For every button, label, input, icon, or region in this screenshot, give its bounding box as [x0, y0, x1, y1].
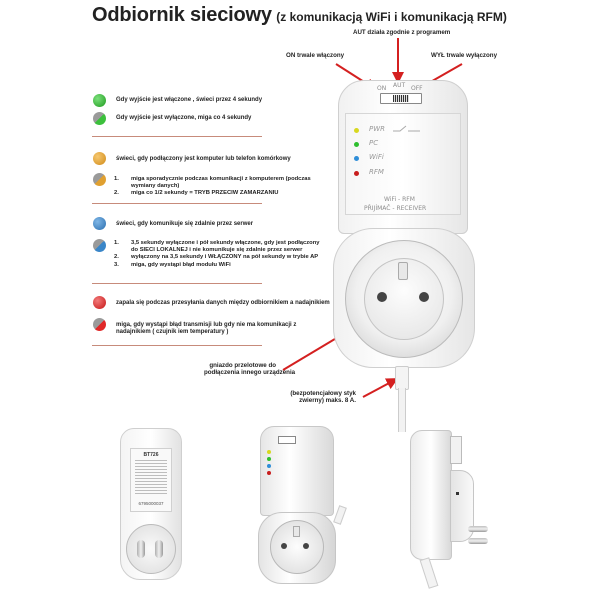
green-on-text: Gdy wyjście jest włączone , świeci przez…	[116, 97, 263, 103]
plug-pin-right	[155, 540, 163, 558]
panel-line1: WiFi - RFM	[384, 196, 415, 203]
led-label-pwr: PWR	[369, 125, 386, 133]
switch-label-aut: AUT	[393, 82, 406, 89]
socket-hole-right	[419, 292, 429, 302]
led-label-rfm: RFM	[369, 168, 384, 176]
switch-label-off: OFF	[411, 85, 423, 92]
green-led-on-dot	[93, 94, 106, 107]
switch-label-on: ON	[377, 85, 387, 92]
led-pwr	[354, 128, 359, 133]
title-main: Odbiornik sieciowy	[92, 4, 272, 26]
blue-led-blink-dot	[93, 239, 106, 252]
cable-strain-relief	[395, 366, 409, 390]
divider	[92, 136, 262, 137]
led-label-pc: PC	[369, 139, 379, 147]
led-label-wifi: WiFi	[369, 153, 384, 161]
mode-switch	[380, 93, 422, 104]
relay-symbol-icon	[393, 125, 420, 132]
orange-led-dot	[93, 152, 106, 165]
blue-list: 1.3,5 sekundy wyłączone i pół sekundy wł…	[114, 240, 326, 269]
product-side-view	[410, 430, 490, 589]
annotation-on: ON trwale włączony	[286, 52, 345, 59]
green-led-blink-dot	[93, 112, 106, 125]
rating-label: BT726 6795000037	[130, 448, 172, 512]
red-blink-text: miga, gdy wystąpi błąd transmisji lub gd…	[116, 322, 297, 336]
orange-list: 1.miga sporadycznie podczas komunikacji …	[114, 176, 324, 198]
red-led-dot	[93, 296, 106, 309]
divider	[92, 203, 262, 204]
title-sub: (z komunikacją WiFi i komunikacją RFM)	[276, 10, 507, 24]
red-main-text: zapala się podczas przesyłania danych mi…	[116, 300, 330, 306]
product-front-view	[258, 426, 347, 586]
led-wifi	[354, 156, 359, 161]
list-item: 2.wyłączony na 3,5 sekundy i WŁĄCZONY na…	[114, 254, 319, 261]
led-rfm	[354, 171, 359, 176]
cable	[398, 388, 406, 432]
annotation-contact: (bezpotencjałowy styk zwierny) maks. 8 A…	[290, 390, 356, 404]
panel-line2: PŘIJÍMAČ - RECEIVER	[364, 205, 427, 212]
orange-led-blink-dot	[93, 173, 106, 186]
arrow-contact	[362, 378, 399, 398]
front-panel	[345, 113, 461, 215]
plug-pin	[468, 526, 488, 532]
green-blink-text: Gdy wyjście jest wyłączone, miga co 4 se…	[116, 115, 252, 121]
plug-pin-left	[137, 540, 145, 558]
list-item: 1.miga sporadycznie podczas komunikacji …	[114, 176, 311, 190]
red-led-blink-dot	[93, 318, 106, 331]
divider	[92, 345, 262, 346]
led-pc	[354, 142, 359, 147]
cable	[419, 557, 439, 589]
annotation-off: WYŁ trwale wyłączony	[431, 52, 498, 59]
annotation-aut: AUT działa zgodnie z programem	[353, 29, 451, 36]
annotation-socket: gniazdo przelotowe do podłączenia innego…	[204, 362, 296, 376]
blue-led-dot	[93, 217, 106, 230]
blue-main-text: świeci, gdy komunikuje się zdalnie przez…	[116, 221, 254, 227]
list-item: 1.3,5 sekundy wyłączone i pół sekundy wł…	[114, 240, 320, 254]
earth-pin-icon	[398, 262, 408, 280]
page-title: Odbiornik sieciowy (z komunikacją WiFi i…	[92, 4, 507, 27]
list-item: 3.miga, gdy wystąpi błąd modułu WiFi	[114, 261, 231, 268]
divider	[92, 283, 262, 284]
list-item: 2.miga co 1/2 sekundy = TRYB PRZECIW ZAM…	[114, 190, 279, 197]
plug-pin	[468, 538, 488, 544]
product-back-view: BT726 6795000037	[120, 428, 182, 583]
socket-hole-left	[377, 292, 387, 302]
orange-main-text: świeci, gdy podłączony jest komputer lub…	[116, 156, 291, 162]
